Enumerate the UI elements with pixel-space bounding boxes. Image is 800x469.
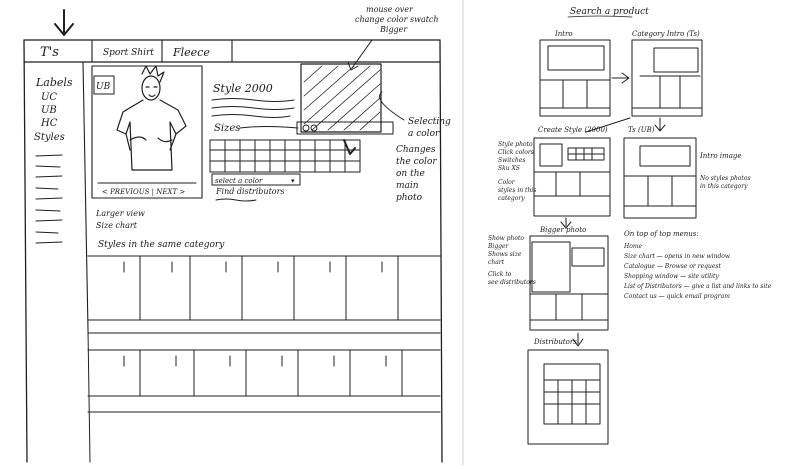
- svg-text:photo: photo: [396, 193, 423, 203]
- svg-text:List of Distributors — give a: List of Distributors — give a list and l…: [623, 283, 772, 290]
- label-badge: UB: [96, 82, 111, 92]
- color-swatch-preview: [296, 63, 394, 135]
- svg-text:Shows size: Shows size: [488, 251, 522, 258]
- tab-bar: T's Sport Shirt Fleece: [23, 39, 441, 63]
- svg-text:see distributors: see distributors: [488, 279, 536, 286]
- size-chart-link[interactable]: Size chart: [96, 221, 138, 230]
- tab-sport-shirt[interactable]: Sport Shirt: [103, 48, 154, 58]
- main-photo-area: UB < PREVIOUS | NEXT >: [91, 65, 203, 199]
- down-arrow-icon: [54, 9, 74, 36]
- category-row-1: [87, 255, 441, 321]
- person-figure-icon: [116, 65, 187, 171]
- frame-distributors: [527, 349, 609, 445]
- svg-text:Show photo: Show photo: [488, 235, 524, 242]
- annotation-right: Selecting a color Changes the color on t…: [379, 91, 451, 203]
- svg-text:Selecting: Selecting: [408, 117, 451, 127]
- svg-text:Home: Home: [623, 243, 643, 250]
- frame-label-category-intro: Category Intro (Ts): [632, 30, 700, 38]
- sizes-label: Sizes: [214, 123, 240, 134]
- svg-text:Click to: Click to: [488, 271, 512, 278]
- arrow-diagonal-icon: [585, 117, 631, 133]
- frame-label-bigger-photo: Bigger photo: [539, 226, 586, 234]
- frame-ts-ub: [623, 137, 697, 219]
- arrow-right-icon: [611, 72, 630, 84]
- prev-next-links[interactable]: < PREVIOUS | NEXT >: [102, 188, 185, 196]
- category-row-2: [87, 349, 441, 397]
- svg-text:On top of top menus:: On top of top menus:: [624, 230, 699, 238]
- svg-text:Color: Color: [498, 179, 516, 186]
- svg-text:mouse over: mouse over: [366, 5, 414, 14]
- svg-text:No styles photos: No styles photos: [699, 175, 751, 182]
- frame-label-create-style: Create Style (2000): [538, 126, 608, 134]
- notes-bigger-photo: Show photo Bigger Shows size chart Click…: [487, 235, 536, 286]
- sidebar-item-uc[interactable]: UC: [41, 92, 57, 103]
- find-distributors-link[interactable]: Find distributors: [215, 187, 285, 196]
- svg-text:on the: on the: [396, 169, 425, 179]
- arrow-down-icon: [654, 117, 666, 132]
- sidebar-item-ub[interactable]: UB: [41, 105, 57, 116]
- svg-text:Style photo: Style photo: [498, 141, 533, 148]
- svg-text:a color: a color: [408, 129, 440, 139]
- sidebar-style-lines: [35, 154, 63, 244]
- svg-text:Size chart — opens in new wind: Size chart — opens in new window: [624, 253, 731, 260]
- frame-intro: [539, 39, 611, 117]
- sidebar-item-styles[interactable]: Styles: [34, 132, 65, 143]
- sidebar-item-hc[interactable]: HC: [40, 118, 58, 129]
- tab-ts[interactable]: T's: [40, 45, 59, 60]
- svg-text:Contact us — quick email progr: Contact us — quick email program: [624, 293, 730, 300]
- styles-same-category-heading: Styles in the same category: [98, 240, 225, 250]
- svg-text:Shopping window — site utility: Shopping window — site utility: [624, 273, 719, 280]
- svg-text:styles in this: styles in this: [498, 187, 536, 194]
- frame-label-distributors: Distributors: [533, 338, 577, 346]
- svg-text:category: category: [498, 195, 525, 202]
- style-title: Style 2000: [213, 82, 273, 95]
- svg-text:Bigger: Bigger: [487, 243, 510, 250]
- svg-text:main: main: [396, 181, 419, 191]
- frame-bigger-photo: [529, 235, 609, 331]
- svg-text:Click colors: Click colors: [498, 149, 534, 156]
- notes-ts-ub: Intro image No styles photos in this cat…: [699, 152, 751, 190]
- top-menus-notes: On top of top menus: Home Size chart — o…: [623, 230, 772, 300]
- sheet-divider: [462, 0, 464, 465]
- svg-text:change color swatch: change color swatch: [355, 15, 439, 24]
- frame-create-style: [533, 137, 611, 217]
- frame-label-ts-ub: Ts (UB): [628, 126, 655, 134]
- frame-label-intro: Intro: [554, 30, 573, 38]
- svg-text:chart: chart: [488, 259, 505, 266]
- style-info: Style 2000 Sizes: [211, 82, 299, 134]
- swatch-hatch: [303, 65, 381, 131]
- svg-text:Changes: Changes: [396, 145, 436, 155]
- svg-text:the color: the color: [396, 157, 437, 167]
- annotation-top: mouse over change color swatch Bigger: [347, 5, 439, 71]
- sidebar: Labels UC UB HC Styles: [34, 61, 89, 331]
- larger-view-link[interactable]: Larger view: [95, 209, 145, 218]
- color-swatch-grid[interactable]: [209, 139, 361, 173]
- svg-text:Sku XS: Sku XS: [498, 165, 520, 172]
- svg-text:Catalogue — Browse or request: Catalogue — Browse or request: [624, 263, 721, 270]
- select-color-text: select a color: [215, 177, 263, 185]
- arrow-down-icon-2: [560, 217, 572, 229]
- right-sheet-title: Search a product: [570, 7, 649, 17]
- sidebar-item-labels[interactable]: Labels: [35, 76, 73, 89]
- frame-category-intro: [631, 39, 703, 117]
- chevron-down-icon: ▾: [291, 177, 295, 185]
- arrow-down-icon-3: [572, 332, 584, 347]
- tab-fleece[interactable]: Fleece: [172, 46, 210, 59]
- notes-create-style: Style photo Click colors Switches Sku XS…: [498, 141, 536, 202]
- svg-text:Switches: Switches: [498, 157, 525, 164]
- svg-text:Bigger: Bigger: [379, 25, 408, 34]
- select-color-dropdown[interactable]: select a color ▾: [211, 173, 301, 186]
- svg-text:Intro image: Intro image: [699, 152, 742, 160]
- svg-text:in this category: in this category: [700, 183, 748, 190]
